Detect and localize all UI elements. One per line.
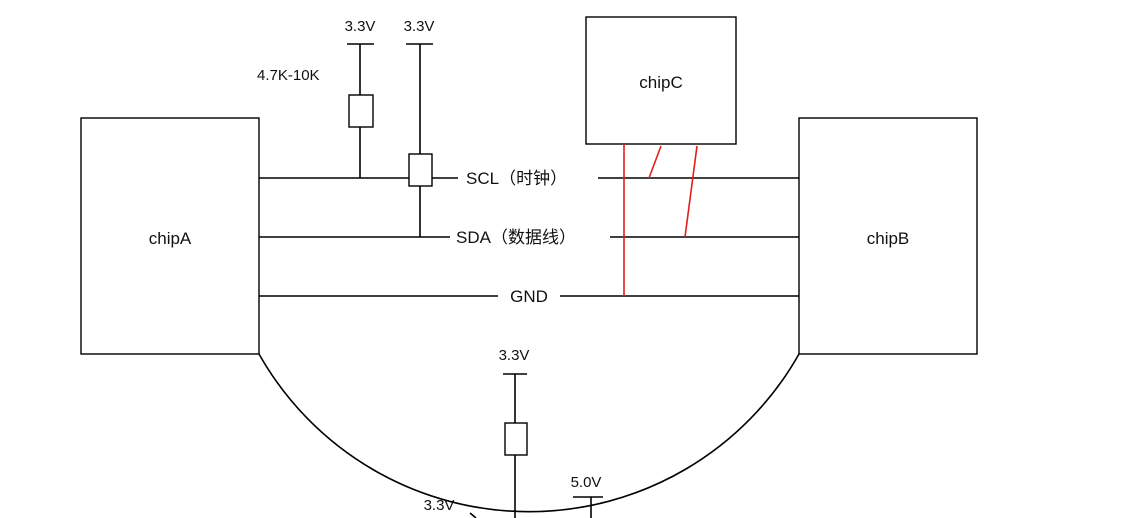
pullup-resistor-right (408, 153, 433, 187)
vcc-label-bottom: 3.3V (499, 347, 530, 364)
sda-label: SDA（数据线） (456, 228, 576, 247)
vcc-label-left: 3.3V (345, 18, 376, 35)
scl-label: SCL（时钟） (466, 169, 567, 188)
chip-a-box (80, 117, 260, 355)
bottom-arc-wire (258, 353, 800, 513)
vcc-label-bottom-left: 3.3V (424, 497, 455, 514)
bottom-pullup-resistor (504, 422, 528, 456)
chip-b-label: chipB (867, 229, 910, 248)
gnd-label: GND (510, 287, 548, 306)
chip-c-label: chipC (639, 73, 682, 92)
chipc-sda-wire (684, 145, 698, 238)
resistor-value-label: 4.7K-10K (257, 67, 320, 84)
chipc-scl-wire (648, 145, 662, 179)
pullup-resistor-left (348, 94, 374, 128)
vcc-label-right: 3.3V (404, 18, 435, 35)
chip-c-box (585, 16, 737, 145)
chip-b-box (798, 117, 978, 355)
vcc-5v-label: 5.0V (571, 474, 602, 491)
bottom-left-stub (469, 512, 477, 518)
chip-a-label: chipA (149, 229, 192, 248)
